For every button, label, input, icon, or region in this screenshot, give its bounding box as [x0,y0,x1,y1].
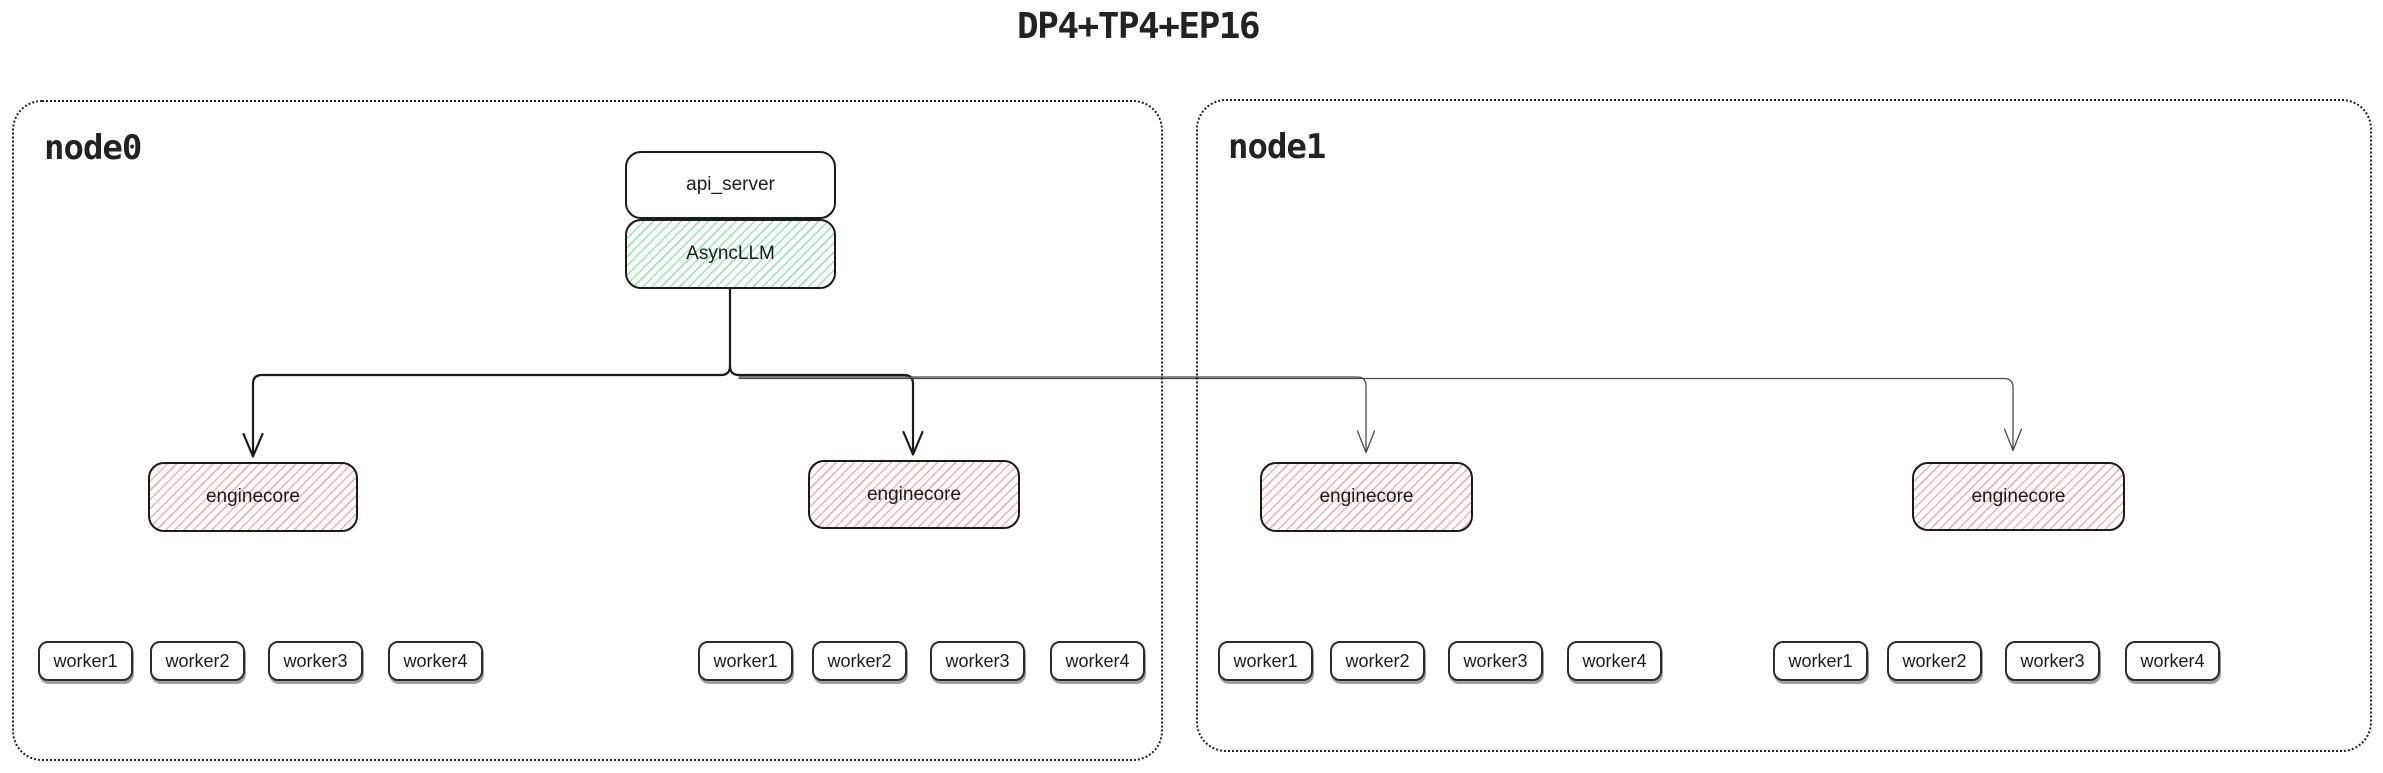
worker-box: worker3 [930,641,1025,681]
worker-box: worker2 [812,641,907,681]
enginecore-box-3: enginecore [1260,462,1473,532]
worker-box: worker2 [1330,641,1425,681]
worker-box: worker1 [38,641,133,681]
async-llm-box: AsyncLLM [625,219,836,289]
api-server-box: api_server [625,151,836,219]
enginecore-box-2: enginecore [808,460,1020,529]
diagram-title: DP4+TP4+EP16 [1017,6,1261,47]
worker-box: worker3 [1448,641,1543,681]
worker-box: worker2 [150,641,245,681]
node1-label: node1 [1228,127,1326,167]
worker-box: worker4 [1567,641,1662,681]
worker-box: worker2 [1887,641,1982,681]
node1-container: node1 [1196,99,2372,752]
node0-container: node0 [12,100,1163,761]
enginecore-box-4: enginecore [1912,462,2125,531]
worker-box: worker1 [1773,641,1868,681]
worker-box: worker3 [268,641,363,681]
worker-box: worker4 [388,641,483,681]
worker-box: worker1 [698,641,793,681]
worker-box: worker1 [1218,641,1313,681]
worker-box: worker3 [2005,641,2100,681]
worker-box: worker4 [1050,641,1145,681]
enginecore-box-1: enginecore [148,462,358,532]
worker-box: worker4 [2125,641,2220,681]
node0-label: node0 [44,128,142,168]
